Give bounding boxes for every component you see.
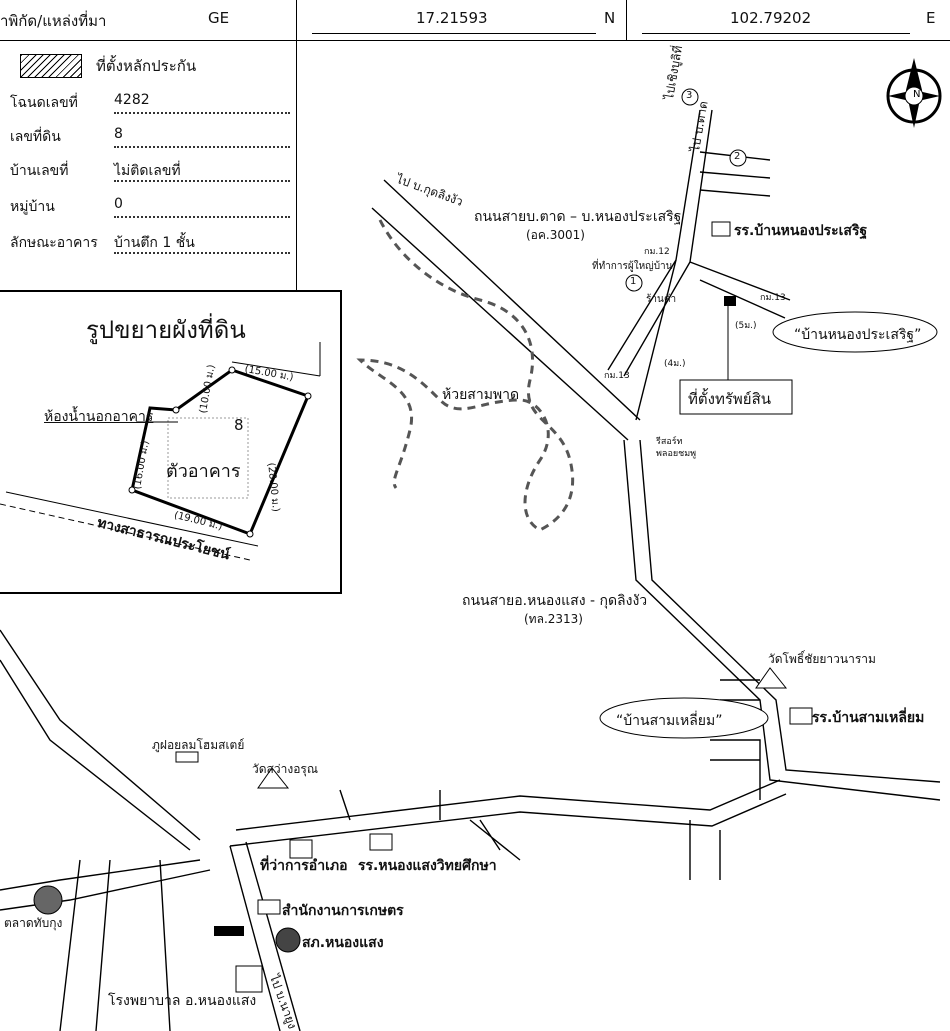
school-icon	[789, 707, 813, 725]
info-row-deed: โฉนดเลขที่ 4282	[10, 88, 290, 114]
route-marker	[681, 88, 699, 106]
info-label: เลขที่ดิน	[10, 129, 61, 145]
coordinates-header: ำพิกัด/แหล่งที่มา GE 17.21593 N 102.7920…	[0, 0, 950, 41]
longitude-cell: 102.79202 E	[626, 0, 950, 40]
label-headman-office: ที่ทำการผู้ใหญ่บ้าน	[592, 261, 673, 272]
school-icon	[369, 833, 393, 851]
legend-title: ที่ตั้งหลักประกัน	[96, 57, 197, 75]
label-agri-office: สำนักงานการเกษตร	[282, 903, 404, 919]
shop-sign-icon	[214, 926, 244, 936]
temple-icon	[257, 767, 290, 789]
road-line	[383, 179, 641, 421]
stream-line	[356, 219, 575, 532]
market-icon	[33, 885, 63, 915]
hospital-icon	[235, 965, 263, 993]
info-label: บ้านเลขที่	[10, 163, 69, 179]
label-shop: ร้านค้า	[646, 294, 677, 305]
office-icon	[289, 839, 313, 859]
hatch-swatch	[20, 54, 82, 78]
latitude-cell: 17.21593 N	[296, 0, 627, 40]
label-road-2313: ถนนสายอ.หนองแสง - กุดลิงงัว	[462, 593, 648, 609]
north-label: N	[913, 89, 921, 100]
property-mark	[724, 296, 736, 306]
route-marker	[729, 149, 747, 167]
label-resort-name: พลอยชมพู	[656, 449, 697, 459]
label-distance-4m: (4ม.)	[664, 359, 686, 369]
info-label: โฉนดเลขที่	[10, 95, 78, 111]
label-km12: กม.12	[644, 247, 670, 257]
info-row-building: ลักษณะอาคาร บ้านตึก 1 ชั้น	[10, 228, 290, 254]
label-road-3001-code: (อค.3001)	[526, 228, 585, 242]
info-value: 4282	[114, 92, 150, 108]
marker-2: 2	[734, 151, 741, 162]
latitude-direction: N	[604, 9, 616, 27]
label-resort: รีสอร์ท	[656, 437, 683, 447]
source-cell: ำพิกัด/แหล่งที่มา GE	[0, 0, 297, 40]
marker-1: 1	[630, 276, 637, 287]
label-district-office: ที่ว่าการอำเภอ	[260, 858, 348, 874]
inset-title: รูปขยายผังที่ดิน	[86, 316, 246, 344]
info-label: หมู่บ้าน	[10, 199, 55, 215]
label-village-nong-prasert: “บ้านหนองประเสริฐ”	[794, 327, 922, 343]
info-row-village: หมู่บ้าน 0	[10, 192, 290, 218]
label-school-sam-liam: รร.บ้านสามเหลี่ยม	[812, 710, 925, 726]
village-oval	[599, 697, 769, 739]
label-road-2313-code: (ทล.2313)	[524, 612, 583, 626]
office-icon	[257, 899, 281, 915]
label-village-sam-liam: “บ้านสามเหลี่ยม”	[616, 713, 723, 729]
source-label: ำพิกัด/แหล่งที่มา	[0, 12, 107, 30]
road-line	[371, 207, 629, 441]
info-value: 0	[114, 196, 123, 212]
plot-drawing	[0, 342, 321, 561]
label-school-nong-saeng: รร.หนองแสงวิทยศึกษา	[358, 858, 497, 874]
building-label: ตัวอาคาร	[166, 461, 241, 482]
info-row-house-no: บ้านเลขที่ ไม่ติดเลขที่	[10, 156, 290, 182]
label-hospital: โรงพยาบาล อ.หนองแสง	[108, 993, 257, 1009]
info-value: 8	[114, 126, 123, 142]
homestay-icon	[175, 751, 199, 763]
label-distance-5m: (5ม.)	[735, 321, 757, 331]
label-stream: ห้วยสามพาด	[442, 387, 520, 403]
property-label-box	[679, 379, 793, 415]
collateral-info: ที่ตั้งหลักประกัน โฉนดเลขที่ 4282 เลขที่…	[0, 40, 297, 290]
label-market: ตลาดทับกุง	[4, 916, 63, 930]
north-arrow-icon	[886, 58, 942, 128]
source-value: GE	[208, 9, 230, 27]
marker-3: 3	[686, 90, 693, 101]
parcel-number: 8	[234, 416, 244, 434]
latitude-value: 17.21593	[416, 9, 488, 27]
route-marker	[625, 274, 643, 292]
label-homestay: ภูฝอยลมโฮมสเตย์	[152, 738, 245, 752]
label-police: สภ.หนองแสง	[302, 935, 384, 951]
info-value: ไม่ติดเลขที่	[114, 163, 181, 179]
temple-icon	[755, 667, 788, 689]
plot-inset: รูปขยายผังที่ดิน 8 ตัวอาคาร ห้องน้ำนอกอา…	[0, 290, 342, 594]
label-school-nong-prasert: รร.บ้านหนองประเสริฐ	[734, 223, 868, 239]
label-km13: กม.13	[604, 371, 630, 381]
bathroom-label: ห้องน้ำนอกอาคาร	[44, 409, 154, 425]
label-temple-sawang: วัดสว่างอรุณ	[252, 762, 318, 776]
police-icon	[275, 927, 301, 953]
longitude-value: 102.79202	[730, 9, 812, 27]
label-property: ที่ตั้งทรัพย์สิน	[688, 390, 771, 408]
info-value: บ้านตึก 1 ชั้น	[114, 235, 195, 251]
info-label: ลักษณะอาคาร	[10, 235, 98, 251]
village-oval	[772, 311, 938, 353]
building-footprint	[167, 417, 249, 499]
longitude-direction: E	[926, 9, 936, 27]
school-icon	[711, 221, 731, 237]
label-km13-east: กม.13	[760, 293, 786, 303]
label-road-3001: ถนนสายบ.ตาด – บ.หนองประเสริฐ	[474, 209, 682, 225]
label-temple-pho-chai: วัดโพธิ์ชัยยาวนาราม	[768, 652, 876, 666]
info-row-land-no: เลขที่ดิน 8	[10, 122, 290, 148]
